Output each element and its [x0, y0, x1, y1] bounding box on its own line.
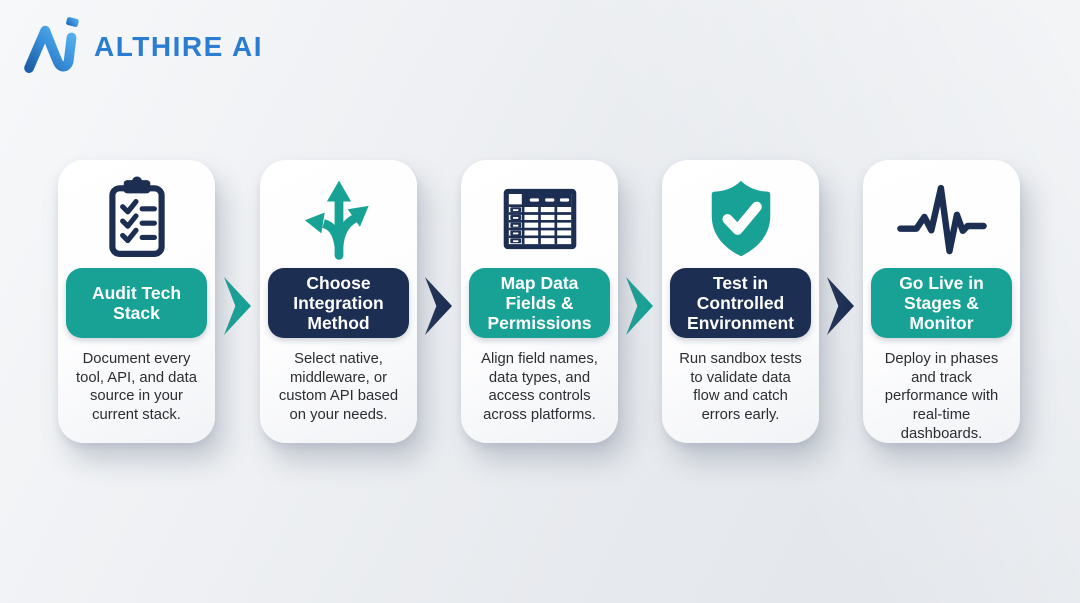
three-way-arrows-icon [260, 168, 417, 268]
flow-chevron-icon [626, 277, 653, 335]
step-card-go-live-in-stages: Go Live in Stages & Monitor Deploy in ph… [863, 160, 1020, 443]
brand-name: ALTHIRE AI [94, 31, 263, 62]
step-card-choose-integration-method: Choose Integration Method Select native,… [260, 160, 417, 443]
step-title-banner: Test in Controlled Environment [670, 268, 811, 338]
step-description: Select native, middleware, or custom API… [278, 351, 399, 423]
step-title: Go Live in Stages & Monitor [899, 272, 984, 334]
step-title-banner: Audit Tech Stack [66, 268, 207, 338]
step-title-banner: Map Data Fields & Permissions [469, 268, 610, 338]
step-description: Run sandbox tests to validate data flow … [679, 351, 802, 423]
data-table-icon [461, 168, 618, 268]
step-description: Deploy in phases and track performance w… [884, 351, 999, 442]
step-title: Map Data Fields & Permissions [487, 272, 592, 334]
step-description: Document every tool, API, and data sourc… [76, 351, 197, 423]
step-title: Test in Controlled Environment [687, 272, 794, 334]
step-title-banner: Go Live in Stages & Monitor [871, 268, 1012, 338]
althire-a-monogram-icon [18, 12, 86, 80]
flow-chevron-icon [827, 277, 854, 335]
step-title: Choose Integration Method [293, 272, 384, 334]
flow-chevron-icon [224, 277, 251, 335]
pulse-monitor-icon [863, 168, 1020, 268]
clipboard-checklist-icon [58, 168, 215, 268]
step-description: Align field names, data types, and acces… [481, 351, 598, 423]
brand-logo: ALTHIRE AI [18, 12, 263, 80]
step-card-map-data-fields: Map Data Fields & Permissions Align fiel… [461, 160, 618, 443]
step-title-banner: Choose Integration Method [268, 268, 409, 338]
step-card-audit-tech-stack: Audit Tech Stack Document every tool, AP… [58, 160, 215, 443]
step-title: Audit Tech Stack [91, 282, 182, 323]
flow-chevron-icon [425, 277, 452, 335]
shield-check-icon [662, 168, 819, 268]
step-card-test-in-controlled-environment: Test in Controlled Environment Run sandb… [662, 160, 819, 443]
